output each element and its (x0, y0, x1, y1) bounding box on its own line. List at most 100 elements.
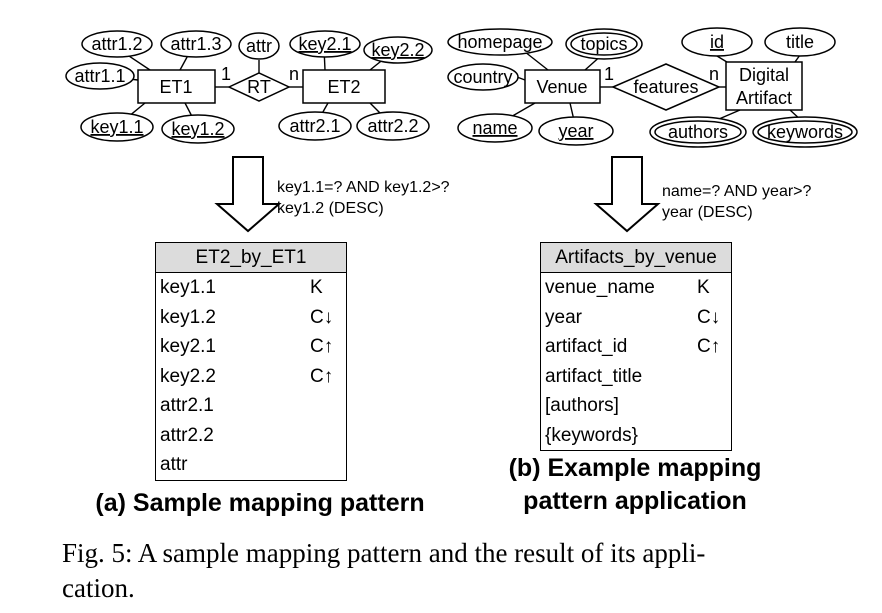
key-label: key1.1 (90, 117, 143, 137)
column-name: artifact_title (545, 365, 643, 387)
right-query-line1: name=? AND year>? (662, 183, 812, 200)
table-row: {keywords} (541, 421, 731, 451)
attr-ellipse (447, 63, 519, 91)
column-name: key1.2 (160, 306, 216, 328)
table-row: key1.1 K (156, 273, 346, 303)
table-title: ET2_by_ET1 (156, 243, 346, 273)
key-ellipse (681, 27, 753, 57)
subcaption-b: (b) Example mapping pattern application (480, 452, 790, 518)
table-row: key2.2 C↑ (156, 362, 346, 392)
et2-label: ET2 (327, 77, 360, 97)
cardinality-n: n (289, 64, 299, 84)
rt-label: RT (247, 77, 271, 97)
attr-ellipse (238, 32, 280, 60)
attr-ellipse (764, 27, 836, 57)
key-type: C↑ (697, 336, 721, 357)
attr-ellipse (160, 30, 232, 58)
key-type: C↓ (697, 306, 721, 328)
figure-caption-line1: Fig. 5: A sample mapping pattern and the… (62, 538, 706, 568)
entity-digital-artifact (725, 61, 803, 111)
subcaption-b-line2: pattern application (523, 487, 747, 515)
et1-label: ET1 (159, 77, 192, 97)
column-name: venue_name (545, 277, 655, 298)
cardinality-1: 1 (604, 64, 614, 84)
column-name: artifact_id (545, 336, 628, 357)
attr-label: attr1.2 (91, 34, 142, 54)
column-name: {keywords} (545, 424, 638, 446)
key-type: K (697, 277, 710, 298)
table-row: year C↓ (541, 303, 731, 333)
attr-label: authors (668, 122, 728, 142)
entity-et1 (137, 69, 216, 104)
key-ellipse (538, 116, 614, 146)
down-arrow (593, 156, 661, 233)
relationship-rt (227, 72, 291, 102)
key-ellipse (289, 30, 361, 58)
attr-ellipse (278, 111, 352, 141)
table-row: artifact_title (541, 362, 731, 392)
table-row: [authors] (541, 391, 731, 421)
attr-ellipse (447, 28, 553, 56)
key-label: key2.1 (298, 34, 351, 54)
table-row: artifact_id C↑ (541, 332, 731, 362)
table-row: key2.1 C↑ (156, 332, 346, 362)
attr-label: attr1.1 (74, 66, 125, 86)
attr-label: attr (246, 36, 272, 56)
column-name: key2.2 (160, 365, 216, 387)
entity-et2 (302, 69, 386, 104)
venue-label: Venue (536, 77, 587, 97)
key-label: year (558, 121, 593, 141)
attr-label: attr1.3 (170, 34, 221, 54)
attr-label: keywords (767, 122, 843, 142)
key-label: key2.2 (371, 40, 424, 60)
column-name: year (545, 306, 582, 328)
figure-caption-line2: cation. (62, 573, 135, 603)
key-type: C↑ (310, 365, 334, 387)
attr-label: attr2.2 (367, 116, 418, 136)
left-query-line2: key1.2 (DESC) (277, 200, 384, 217)
key-label: id (710, 32, 724, 52)
features-label: features (633, 77, 698, 97)
cardinality-n: n (709, 64, 719, 84)
multivalued-attr-inner (654, 120, 742, 144)
subcaption-a: (a) Sample mapping pattern (95, 489, 425, 517)
right-query-line2: year (DESC) (662, 204, 753, 221)
attr-label: country (453, 67, 512, 87)
relationship-features (611, 63, 721, 111)
down-arrow (214, 156, 282, 233)
entity-venue (524, 69, 601, 104)
key-label: key1.2 (171, 119, 224, 139)
key-ellipse (363, 36, 433, 64)
multivalued-attr-inner (570, 32, 638, 56)
key-ellipse (80, 112, 154, 142)
subcaption-b-line1: (b) Example mapping (508, 454, 762, 482)
attr-label: homepage (457, 32, 542, 52)
table-row: attr (156, 450, 346, 480)
column-name: attr2.2 (160, 424, 214, 446)
key-type: K (310, 277, 323, 298)
key-label: name (472, 118, 517, 138)
column-name: attr2.1 (160, 395, 214, 416)
figure-caption: Fig. 5: A sample mapping pattern and the… (62, 536, 862, 606)
column-name: attr (160, 454, 188, 475)
key-type: C↑ (310, 336, 334, 357)
key-ellipse (457, 113, 533, 143)
column-name: key1.1 (160, 277, 216, 298)
attr-ellipse (65, 62, 135, 90)
attr-label: attr2.1 (289, 116, 340, 136)
multivalued-attr-inner (757, 120, 853, 144)
column-name: key2.1 (160, 336, 216, 357)
table-row: attr2.1 (156, 391, 346, 421)
artifact-label-line1: Digital (739, 65, 789, 85)
attr-label: title (786, 32, 814, 52)
attr-ellipse (356, 111, 430, 141)
table-row: attr2.2 (156, 421, 346, 451)
attr-label: topics (580, 34, 627, 54)
column-name: [authors] (545, 395, 619, 416)
artifact-label-line2: Artifact (736, 88, 792, 108)
left-query-line1: key1.1=? AND key1.2>? (277, 179, 450, 196)
